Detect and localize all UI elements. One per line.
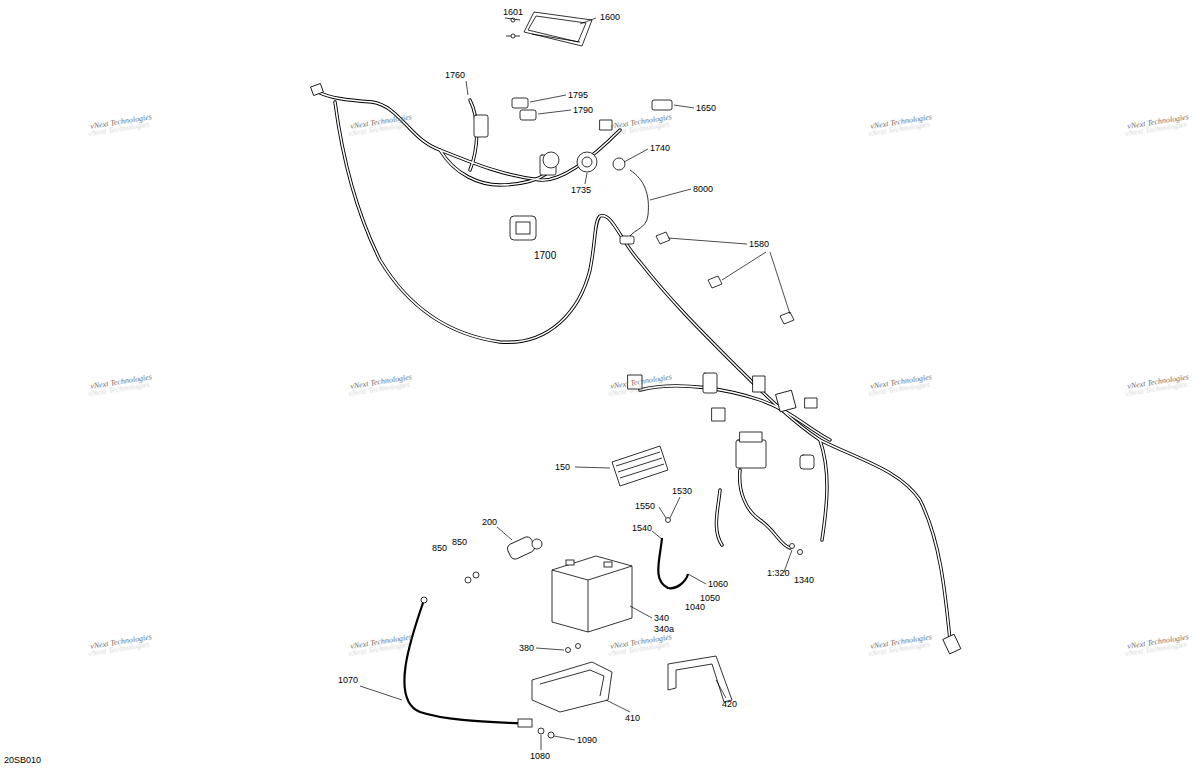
figure-code: 20SB010 bbox=[4, 756, 41, 765]
leader-lines bbox=[360, 18, 792, 750]
battery-tray bbox=[532, 644, 612, 713]
callout-number: 1060 bbox=[708, 580, 728, 589]
callout-number: 1050 bbox=[700, 594, 720, 603]
callout-number: 1080 bbox=[530, 752, 550, 761]
watermark: vNext Technologies bbox=[1126, 113, 1189, 131]
switches bbox=[510, 98, 672, 244]
callout-number: 1600 bbox=[600, 13, 620, 22]
callout-number: 410 bbox=[625, 714, 640, 723]
callout-number: 850 bbox=[452, 538, 467, 547]
callout-number: 1540 bbox=[632, 524, 652, 533]
callout-number: 850 bbox=[432, 544, 447, 553]
clips bbox=[656, 232, 794, 324]
starter-solenoid bbox=[465, 535, 542, 583]
callout-number: 8000 bbox=[693, 185, 713, 194]
callout-number: 340 bbox=[654, 614, 669, 623]
watermark: vNext Technologies bbox=[350, 113, 413, 131]
watermark: vNext Technologies bbox=[1126, 373, 1189, 391]
callout-number: 1070 bbox=[338, 676, 358, 685]
callout-number: 420 bbox=[722, 700, 737, 709]
starter-cable bbox=[404, 544, 802, 739]
callout-number: 150 bbox=[555, 463, 570, 472]
callout-number: 1760 bbox=[445, 71, 465, 80]
callout-number: 1040 bbox=[685, 603, 705, 612]
callout-number: 1340 bbox=[794, 576, 814, 585]
callout-number: 1790 bbox=[573, 106, 593, 115]
callout-number: 1650 bbox=[696, 104, 716, 113]
watermark: vNext Technologies bbox=[350, 633, 413, 651]
callout-number: 1090 bbox=[577, 736, 597, 745]
callout-number: 380 bbox=[519, 644, 534, 653]
watermark: vNext Technologies bbox=[610, 113, 673, 131]
display-gauge bbox=[505, 12, 592, 46]
watermark: vNext Technologies bbox=[350, 373, 413, 391]
callout-number: 1550 bbox=[635, 502, 655, 511]
callout-number: 1700 bbox=[534, 251, 556, 261]
battery-cable bbox=[658, 518, 688, 589]
battery bbox=[552, 556, 632, 632]
callout-number: 1580 bbox=[749, 240, 769, 249]
watermark: vNext Technologies bbox=[90, 113, 153, 131]
watermark: vNext Technologies bbox=[870, 373, 933, 391]
watermark: vNext Technologies bbox=[90, 373, 153, 391]
watermark: vNext Technologies bbox=[1126, 633, 1189, 651]
watermark: vNext Technologies bbox=[870, 633, 933, 651]
voltage-regulator bbox=[612, 446, 668, 486]
battery-strap bbox=[668, 656, 732, 702]
callout-number: 1795 bbox=[568, 91, 588, 100]
callout-number: 1601 bbox=[503, 8, 523, 17]
callout-number: 1:320 bbox=[767, 569, 790, 578]
watermark: vNext Technologies bbox=[870, 113, 933, 131]
callout-number: 1740 bbox=[650, 144, 670, 153]
watermark: vNext Technologies bbox=[610, 633, 673, 651]
callout-number: 1735 bbox=[571, 186, 591, 195]
watermark: vNext Technologies bbox=[90, 633, 153, 651]
callout-number: 1530 bbox=[672, 487, 692, 496]
wiring-harness bbox=[311, 84, 961, 654]
callout-number: 200 bbox=[482, 518, 497, 527]
